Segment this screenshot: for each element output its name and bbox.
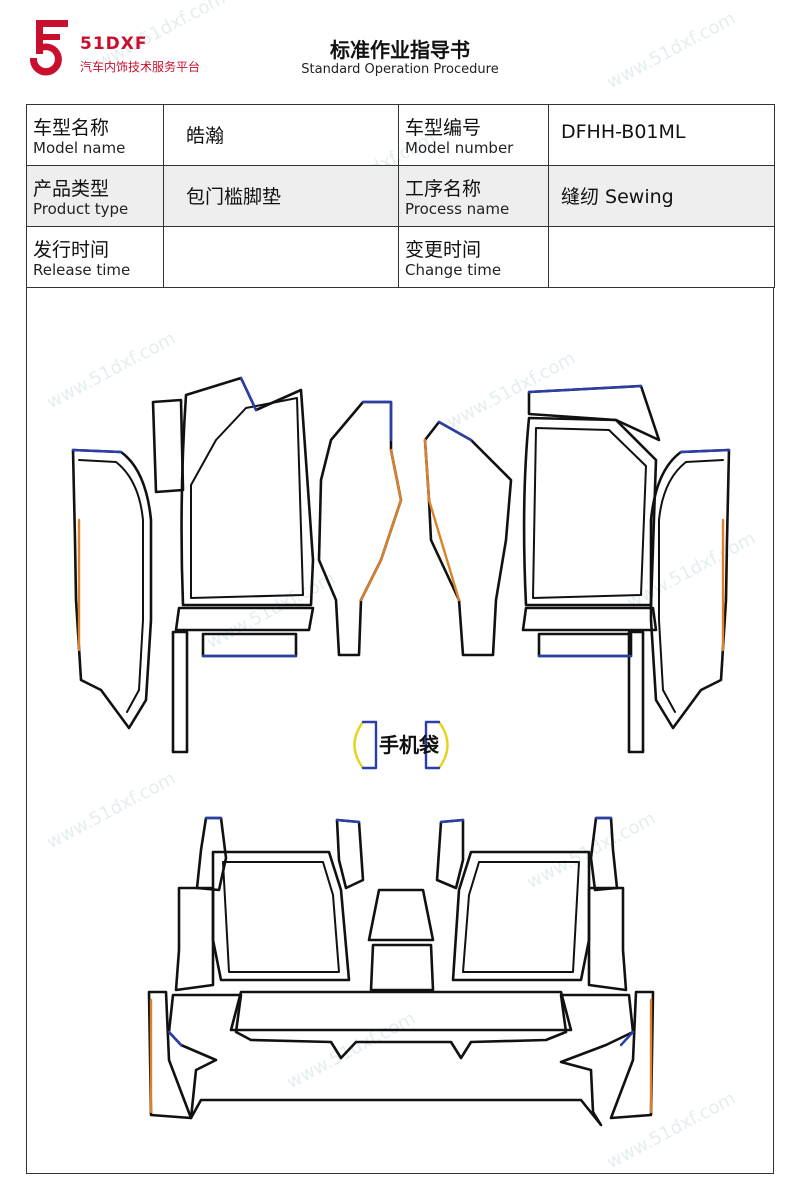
brand-name: 51DXF [80, 34, 148, 54]
label-en: Model name [33, 139, 126, 157]
left-sill-piece [71, 448, 153, 730]
product-type-value: 包门槛脚垫 [163, 165, 399, 227]
rear-center-bottom [369, 943, 435, 992]
label-cn: 产品类型 [33, 178, 110, 200]
value-text: 缝纫 Sewing [561, 186, 674, 208]
right-tunnel-piece [423, 420, 513, 657]
brand-logo-icon [29, 20, 68, 76]
rear-right-mat [451, 850, 591, 982]
release-time-value [163, 226, 399, 288]
rear-left-pillar [335, 818, 365, 890]
label-en: Change time [405, 261, 502, 279]
label-en: Process name [405, 200, 510, 218]
label-cn: 变更时间 [405, 239, 482, 261]
label-cn: 工序名称 [405, 178, 482, 200]
info-table: 车型名称 Model name 皓瀚 车型编号 Model number DFH… [26, 104, 775, 288]
page-header: 51DXF 汽车内饰技术服务平台 标准作业指导书 Standard Operat… [0, 0, 800, 100]
right-sill-bar [627, 630, 645, 754]
value-text: 皓瀚 [186, 125, 225, 147]
rear-left-sill [174, 886, 215, 992]
label-en: Product type [33, 200, 129, 218]
right-sill-piece [649, 448, 731, 730]
phone-pocket [353, 720, 449, 770]
label-en: Model number [405, 139, 514, 157]
right-heel-bar [537, 632, 633, 658]
rear-right-corner [589, 816, 619, 892]
rear-right-sill [587, 886, 628, 992]
left-small-panel [151, 398, 185, 494]
left-tunnel-piece [317, 400, 403, 657]
process-name-value: 缝纫 Sewing [548, 165, 775, 227]
label-cn: 车型名称 [33, 117, 110, 139]
rear-left-corner [195, 816, 228, 892]
left-front-mat [180, 376, 315, 607]
brand-tagline: 汽车内饰技术服务平台 [80, 60, 201, 74]
phone-pocket-label: 手机袋 [379, 733, 440, 757]
product-type-label: 产品类型 Product type [26, 165, 164, 227]
document-title: 标准作业指导书 [330, 38, 470, 62]
left-sill-bar [171, 630, 189, 754]
model-number-value: DFHH-B01ML [548, 104, 775, 166]
info-row-model: 车型名称 Model name 皓瀚 车型编号 Model number DFH… [26, 104, 775, 166]
left-heel-bar [201, 632, 298, 658]
label-cn: 发行时间 [33, 239, 110, 261]
rear-long-strip [229, 990, 573, 1032]
right-top-cap [527, 384, 661, 442]
change-time-value [548, 226, 775, 288]
rear-full-mat [167, 993, 635, 1127]
label-cn: 车型编号 [405, 117, 482, 139]
pattern-diagram: 手机袋 [26, 288, 774, 1174]
rear-right-pillar [435, 818, 465, 890]
info-row-time: 发行时间 Release time 变更时间 Change time [26, 226, 775, 288]
info-row-product: 产品类型 Product type 包门槛脚垫 工序名称 Process nam… [26, 165, 775, 227]
label-en: Release time [33, 261, 131, 279]
value-text: DFHH-B01ML [561, 121, 686, 143]
model-name-label: 车型名称 Model name [26, 104, 164, 166]
document-subtitle: Standard Operation Procedure [301, 62, 499, 77]
rear-center-top [367, 888, 435, 942]
value-text: 包门槛脚垫 [186, 186, 282, 208]
right-front-strip [521, 606, 658, 632]
rear-left-mat [211, 850, 351, 982]
left-front-strip [174, 606, 315, 632]
model-name-value: 皓瀚 [163, 104, 399, 166]
change-time-label: 变更时间 Change time [398, 226, 549, 288]
process-name-label: 工序名称 Process name [398, 165, 549, 227]
right-front-mat [522, 416, 658, 607]
release-time-label: 发行时间 Release time [26, 226, 164, 288]
